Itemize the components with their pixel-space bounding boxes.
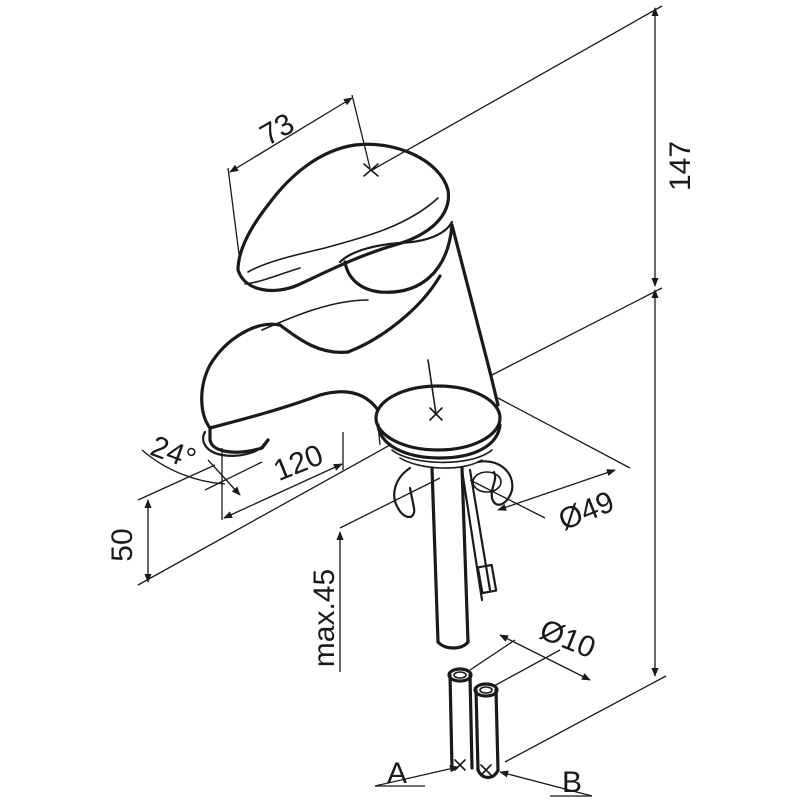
label-max-45: max.45 [308, 569, 341, 667]
spout [200, 322, 350, 454]
hose-a-bore [453, 671, 467, 679]
rod-nut [476, 563, 498, 595]
mounting-shank-right [460, 466, 470, 644]
base-ring-lower [399, 457, 483, 469]
mounting-hardware [393, 460, 514, 780]
dim-73-line [229, 97, 353, 173]
dim-24-arc [141, 449, 226, 485]
dim-45-ext [339, 477, 441, 529]
hose-b-bottom [476, 768, 500, 780]
spout-underside [208, 390, 380, 430]
mounting-shank-bottom [436, 640, 470, 650]
lever-handle [236, 142, 451, 293]
fixing-clamp-left [393, 466, 416, 519]
lever-center-cross [363, 163, 379, 177]
dim-73-ext-left [227, 167, 241, 263]
dim-49-ext-left [377, 424, 381, 446]
base-disc-top [374, 384, 502, 452]
dimension-labels: 73 147 24° 120 50 max.45 Ø49 Ø10 A B [106, 107, 697, 799]
hose-a-end [447, 667, 473, 683]
label-49: Ø49 [554, 485, 619, 537]
dim-49-leader [469, 479, 546, 519]
dim-147-ext-mid [489, 287, 663, 377]
label-24-angle: 24° [146, 430, 200, 477]
inner-rod-2 [468, 468, 492, 592]
base-ring [391, 449, 493, 464]
lever-neck [338, 220, 454, 264]
label-120: 120 [269, 439, 328, 488]
body-column [343, 223, 492, 374]
mounting-shank-left [430, 466, 440, 644]
dim-73-ext-right [351, 94, 371, 169]
dim-24-ref-b [207, 459, 241, 496]
hose-a [448, 673, 474, 770]
base-center-line [427, 359, 437, 415]
label-147: 147 [664, 141, 697, 191]
body-front-edge [346, 274, 442, 354]
dim-147-ext-top [371, 5, 663, 171]
dim-49-ext-right [497, 397, 631, 469]
dim-24-ref-a [204, 461, 263, 491]
body-right-edge [488, 370, 500, 407]
dim-50-ext-top [137, 464, 216, 501]
dim-10-ext-a [469, 639, 516, 671]
dim-147-ext-bottom [504, 675, 667, 763]
lever-inner-line [247, 197, 439, 273]
hose-b [474, 688, 500, 772]
label-a: A [387, 757, 407, 790]
hose-b-cross [480, 764, 492, 776]
label-73: 73 [255, 107, 300, 152]
faucet-body [200, 142, 502, 469]
dim-120-line [223, 463, 343, 519]
hose-b-bore [479, 686, 493, 694]
spout-top-line [261, 299, 369, 331]
center-marks [363, 163, 492, 776]
hose-b-end [473, 682, 499, 698]
label-b: B [562, 766, 582, 799]
dimension-lines [137, 5, 667, 797]
hose-a-cross [454, 759, 466, 771]
dim-10-ext-b [493, 649, 561, 687]
leader-a [374, 765, 459, 787]
label-50: 50 [106, 528, 139, 561]
dim-10-line [499, 634, 591, 681]
base-disc-side [376, 423, 502, 460]
dim-49-line [497, 469, 616, 511]
lever-groove [244, 267, 301, 285]
leader-b [499, 770, 593, 797]
